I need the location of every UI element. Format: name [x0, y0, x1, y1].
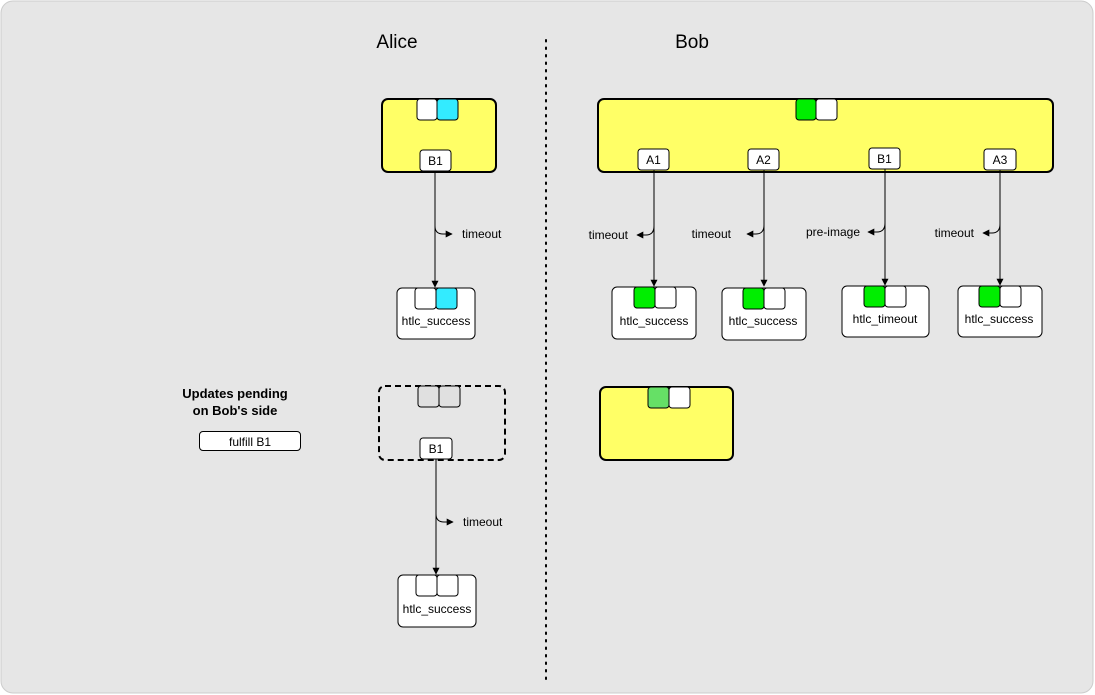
- alice-pending-output-b1-label: B1: [429, 442, 444, 456]
- bob-edge-label-a2: timeout: [692, 227, 732, 241]
- bob-output-b1-label: B1: [877, 152, 892, 166]
- bob-branch-arrow-a1: [636, 225, 655, 239]
- alice-pending-edge-label: timeout: [463, 515, 503, 529]
- alice-commitment-white-box: [416, 98, 438, 121]
- bob-htlc-b1-green-box: [863, 285, 886, 308]
- alice-pending-htlc-box-1: [415, 574, 438, 597]
- alice-htlc-cyan-box: [435, 287, 458, 310]
- bob-htlc-a2-green-box: [742, 287, 765, 310]
- alice-pending-commitment-tx: [378, 385, 506, 461]
- bob-htlc-b1-white-box: [884, 285, 907, 308]
- bob-output-a1-label: A1: [646, 153, 661, 167]
- bob-branch-arrow-a3: [982, 223, 1001, 237]
- bob-htlc-a3-label: htlc_success: [965, 312, 1034, 326]
- alice-htlc-white-box: [414, 287, 437, 310]
- bob-edge-label-a1: timeout: [589, 228, 629, 242]
- fulfill-b1-item: fulfill B1: [199, 431, 301, 451]
- bob-htlc-a2-label: htlc_success: [729, 314, 798, 328]
- pending-updates-line2: on Bob's side: [192, 403, 278, 418]
- bob-htlc-a2-white-box: [763, 287, 786, 310]
- alice-header: Alice: [376, 32, 417, 53]
- bob-htlc-b1-label: htlc_timeout: [853, 312, 918, 326]
- alice-pending-grey-box-2: [438, 385, 461, 408]
- bob-htlc-a1-green-box: [633, 286, 656, 309]
- bob-htlc-a1-white-box: [654, 286, 677, 309]
- bob-edge-label-a3: timeout: [935, 226, 975, 240]
- alice-htlc-label: htlc_success: [402, 314, 471, 328]
- alice-pending-htlc-box-2: [436, 574, 459, 597]
- bob-htlc-a1-label: htlc_success: [620, 314, 689, 328]
- pending-updates-title: Updates pending on Bob's side: [150, 385, 320, 419]
- alice-branch-arrow: [434, 225, 453, 238]
- bob-commitment-white-box: [815, 98, 838, 121]
- pending-updates-line1: Updates pending: [182, 386, 288, 401]
- bob-branch-arrow-a2: [746, 224, 765, 238]
- alice-pending-grey-box-1: [417, 385, 440, 408]
- alice-pending-htlc-label: htlc_success: [403, 602, 472, 616]
- bob-header: Bob: [675, 32, 709, 53]
- bob-htlc-a3-green-box: [978, 285, 1001, 308]
- bob-branch-arrow-b1: [867, 222, 886, 236]
- bob-commitment-green-box: [795, 98, 817, 121]
- bob-output-a3-label: A3: [993, 153, 1008, 167]
- bob-htlc-a3-white-box: [999, 285, 1022, 308]
- bob-pending-green-box: [647, 386, 670, 409]
- alice-commitment-cyan-box: [436, 98, 459, 121]
- bob-output-a2-label: A2: [756, 153, 771, 167]
- alice-pending-branch-arrow: [435, 513, 454, 526]
- alice-output-b1-label: B1: [428, 154, 443, 168]
- bob-pending-white-box: [668, 386, 691, 409]
- bob-edge-label-b1: pre-image: [806, 225, 860, 239]
- alice-edge-label: timeout: [462, 227, 502, 241]
